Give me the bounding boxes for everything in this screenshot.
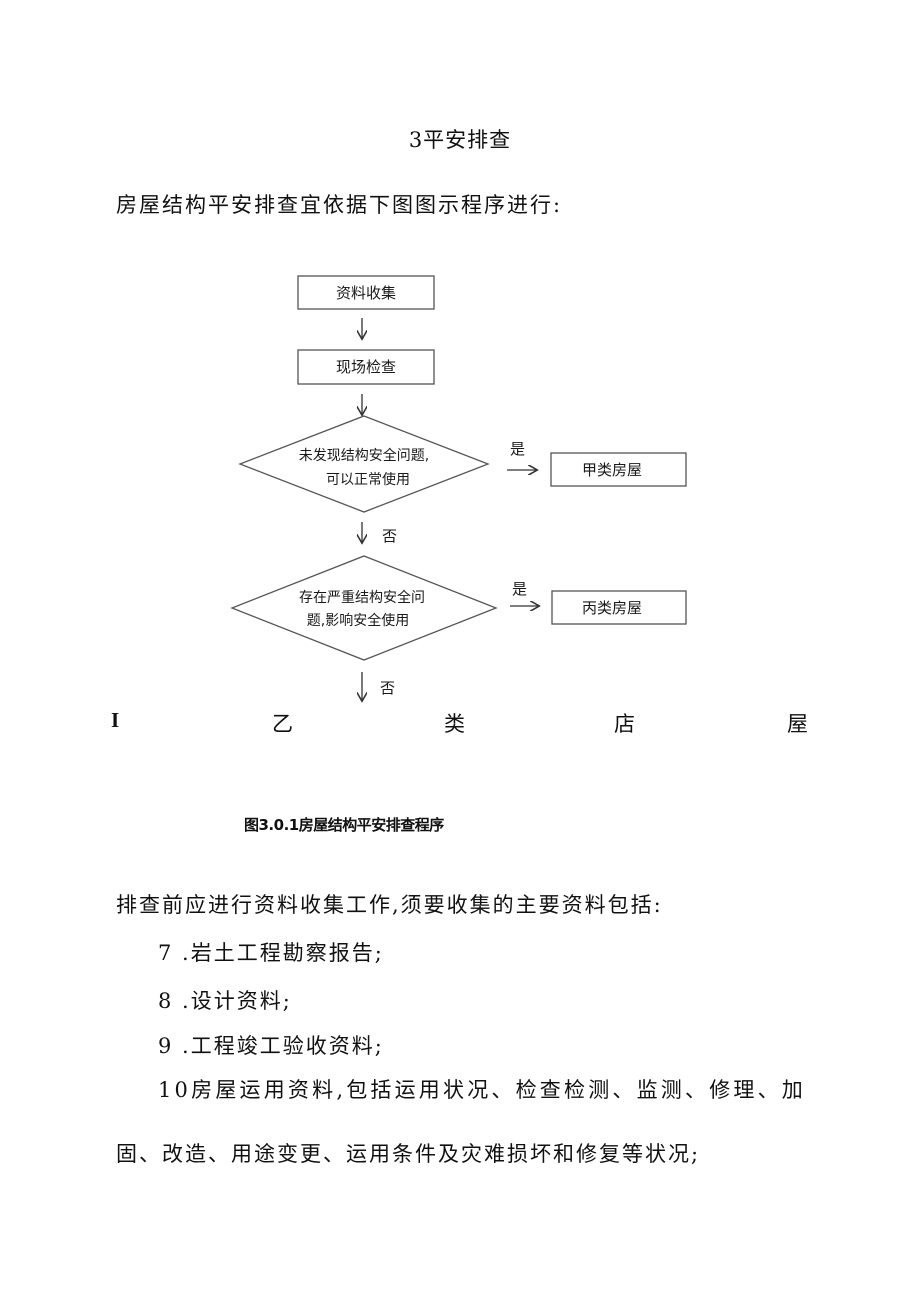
figure-caption: 图3.0.1房屋结构平安排查程序 bbox=[244, 816, 444, 834]
flow-decision-no-issue-line1: 未发现结构安全问题, bbox=[299, 447, 429, 464]
flow-box-data-collection bbox=[297, 275, 435, 310]
flow-box-site-inspection bbox=[297, 349, 435, 385]
flow-decision-no-issue-line2: 可以正常使用 bbox=[326, 471, 410, 488]
section-title: 3平安排查 bbox=[408, 128, 512, 152]
spread-char-1: I bbox=[111, 708, 120, 732]
flowchart: 资料收集 现场检查 未发现结构安全问题, 可以正常使用 是 甲类房屋 否 存在严… bbox=[230, 275, 687, 720]
flow-decision-serious-issue bbox=[230, 555, 498, 661]
intro-paragraph: 房屋结构平安排查宜依据下图图示程序进行: bbox=[116, 193, 563, 217]
flow-yes-label-1: 是 bbox=[510, 440, 525, 458]
spread-char-5: 屋 bbox=[787, 712, 808, 736]
flow-box-data-collection-label: 资料收集 bbox=[336, 284, 396, 302]
flow-decision-no-issue bbox=[238, 415, 490, 513]
flow-no-label-2: 否 bbox=[380, 679, 395, 697]
list-item-4-continuation: 固、改造、用途变更、运用条件及灾难损坏和修复等状况; bbox=[116, 1142, 701, 1166]
flow-box-class-c bbox=[551, 590, 687, 625]
collection-intro: 排查前应进行资料收集工作,须要收集的主要资料包括: bbox=[116, 893, 663, 917]
flow-box-class-a-label: 甲类房屋 bbox=[582, 461, 642, 479]
flow-decision-serious-issue-line2: 题,影响安全使用 bbox=[307, 612, 409, 629]
flow-yes-label-2: 是 bbox=[512, 580, 527, 598]
spread-char-4: 店 bbox=[614, 712, 635, 736]
list-item-3: 9 .工程竣工验收资料; bbox=[158, 1034, 384, 1058]
list-item-2: 8 .设计资料; bbox=[158, 989, 292, 1013]
list-item-1: 7 .岩土工程勘察报告; bbox=[158, 941, 384, 965]
spread-char-3: 类 bbox=[444, 712, 465, 736]
flow-decision-serious-issue-line1: 存在严重结构安全问 bbox=[299, 589, 425, 606]
flow-no-label-1: 否 bbox=[382, 527, 397, 545]
list-item-4: 10房屋运用资料,包括运用状况、检查检测、监测、修理、加 bbox=[158, 1078, 806, 1102]
flow-box-class-a bbox=[550, 452, 687, 487]
flow-box-class-c-label: 丙类房屋 bbox=[582, 599, 642, 617]
flow-box-site-inspection-label: 现场检查 bbox=[336, 358, 396, 376]
spread-char-2: 乙 bbox=[272, 712, 293, 736]
